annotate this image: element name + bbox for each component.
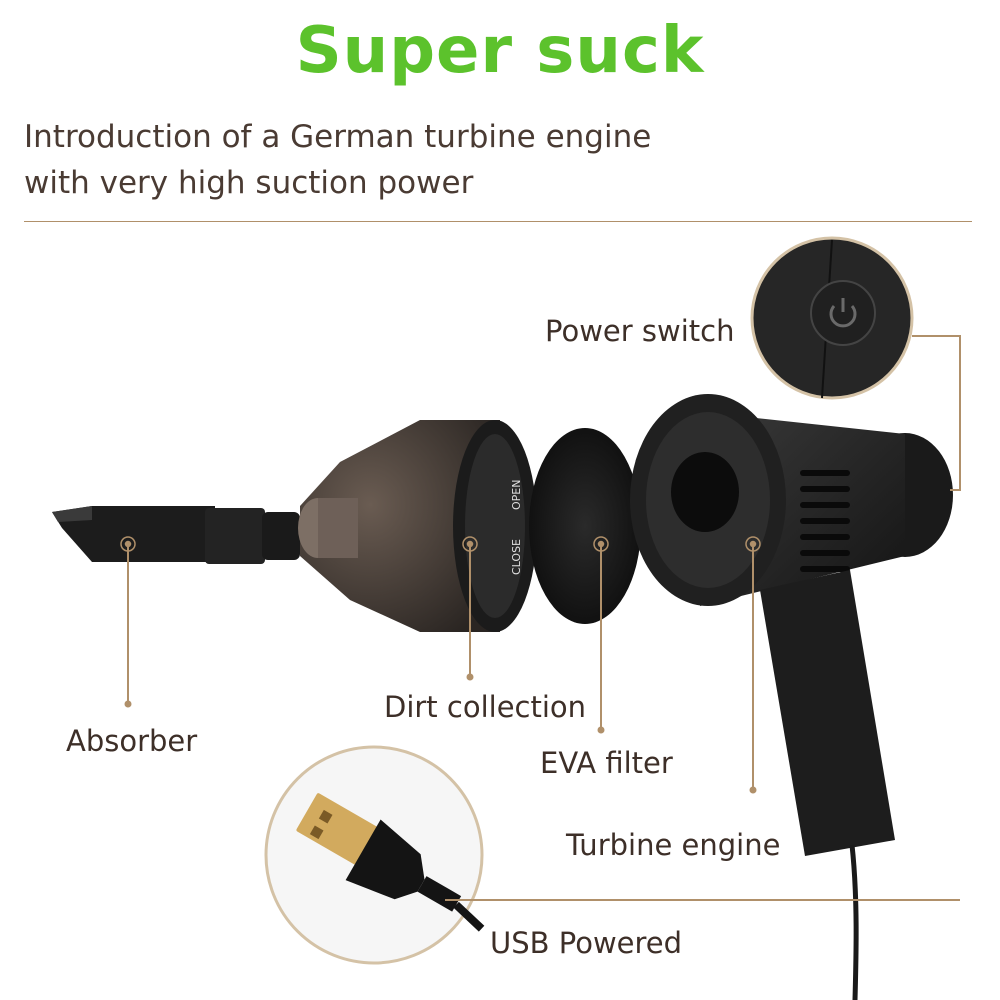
endpoint-turbine-engine — [749, 786, 757, 794]
power-switch-inset — [750, 236, 914, 400]
label-absorber: Absorber — [66, 724, 198, 758]
callout-lines — [127, 335, 961, 901]
turbine-body — [630, 394, 953, 1000]
power-icon — [829, 298, 857, 328]
usb-plug-icon — [296, 793, 485, 932]
marker-turbine-engine — [745, 536, 761, 552]
dirt-collection-cup: CLOSE OPEN — [298, 420, 537, 632]
label-usb-powered: USB Powered — [490, 926, 683, 960]
cup-open-marking: OPEN — [510, 480, 523, 510]
label-eva-filter: EVA filter — [540, 746, 673, 780]
marker-eva-filter — [593, 536, 609, 552]
intro-line-2: with very high suction power — [24, 165, 474, 201]
endpoint-dirt-collection — [466, 673, 474, 681]
endpoint-absorber — [124, 700, 132, 708]
eva-filter-disc — [529, 428, 641, 624]
label-power-switch: Power switch — [545, 314, 735, 348]
usb-plug-inset — [264, 745, 485, 965]
intro-text: Introduction of a German turbine engine … — [24, 114, 744, 206]
absorber-nozzle — [52, 506, 300, 564]
label-turbine-engine: Turbine engine — [566, 828, 781, 862]
cup-close-marking: CLOSE — [510, 539, 523, 575]
intro-line-1: Introduction of a German turbine engine — [24, 119, 652, 155]
endpoint-eva-filter — [597, 726, 605, 734]
marker-absorber — [120, 536, 136, 552]
marker-dirt-collection — [462, 536, 478, 552]
headline: Super suck — [295, 14, 705, 88]
label-dirt-collection: Dirt collection — [384, 690, 587, 724]
divider — [24, 221, 972, 222]
